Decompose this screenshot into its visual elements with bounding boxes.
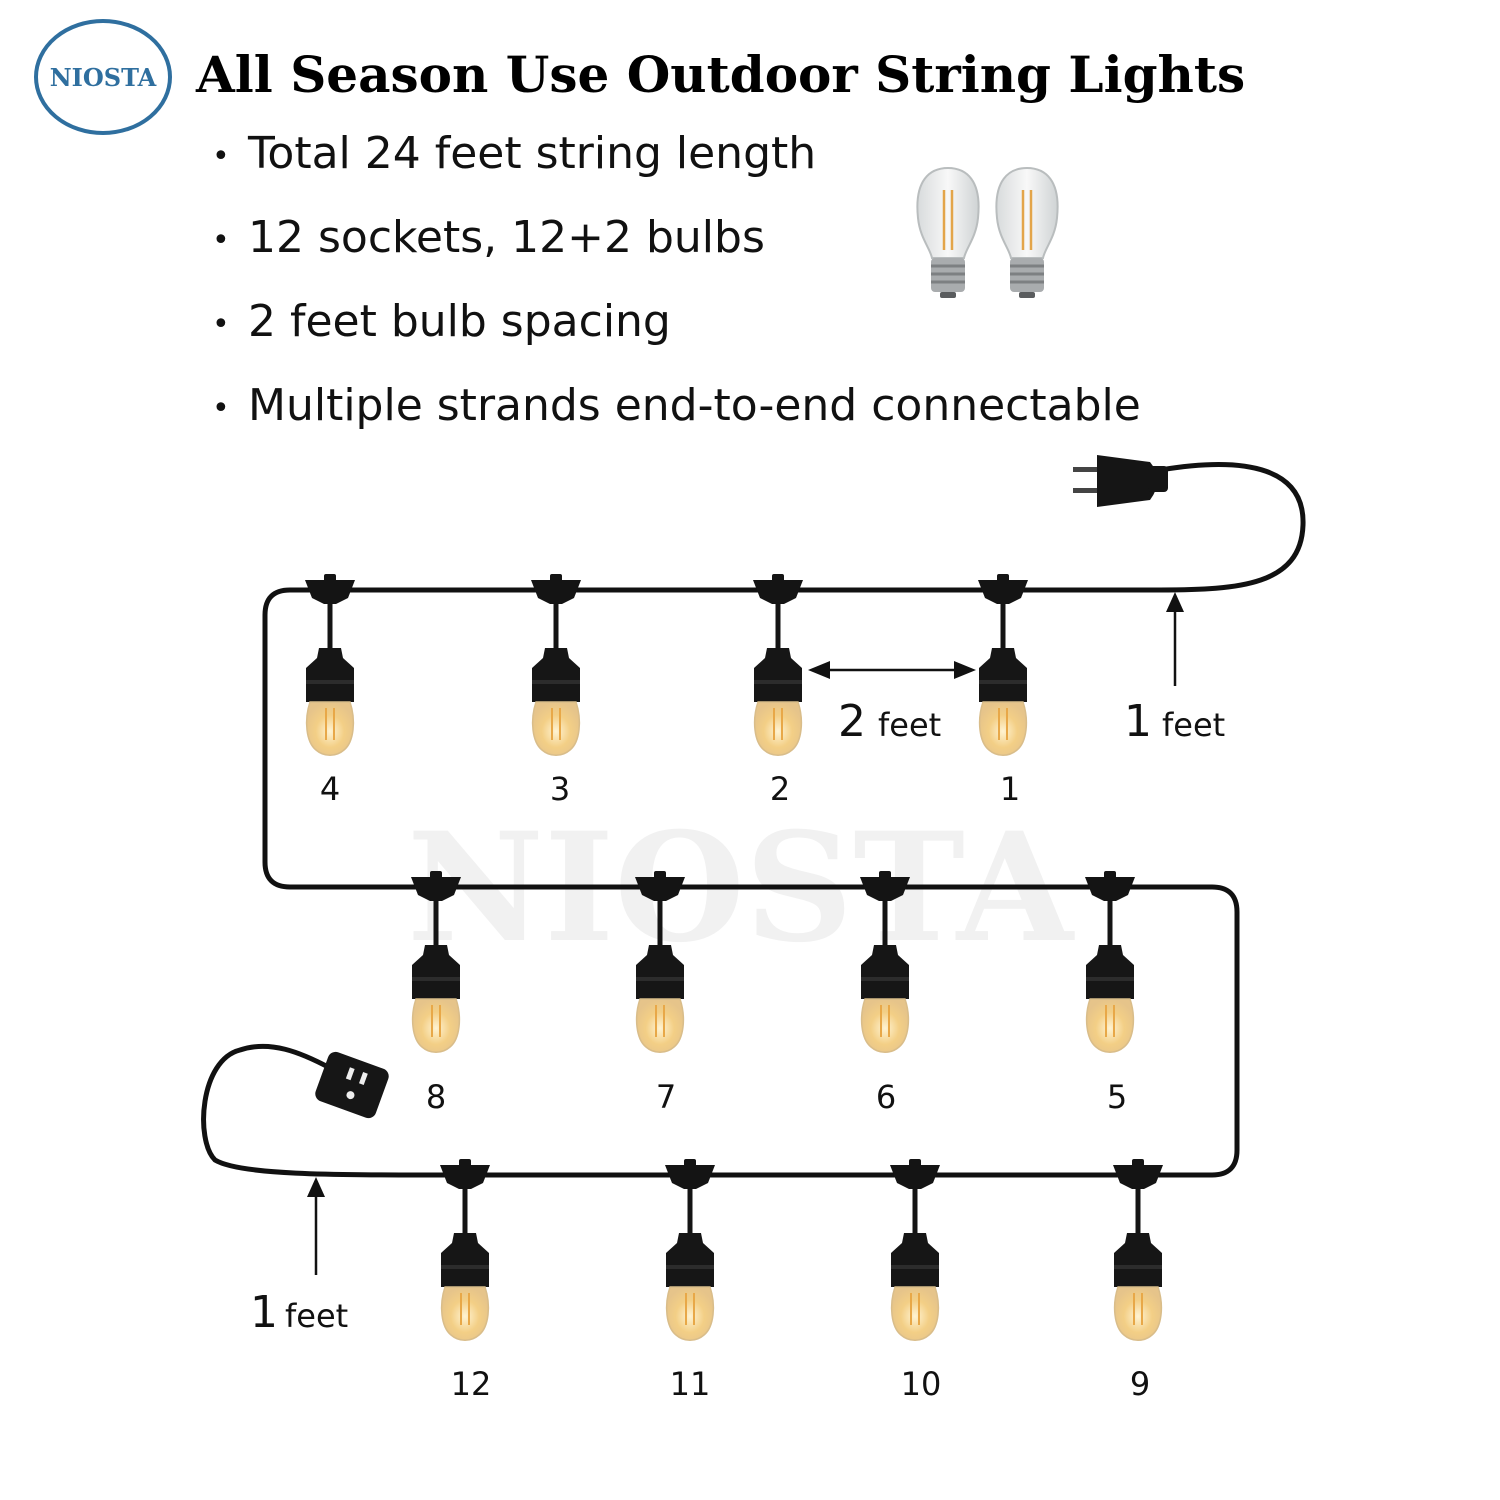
logo-text: NIOSTA	[50, 63, 157, 92]
arrow-right-icon	[954, 661, 976, 679]
bulb-number-label: 7	[656, 1078, 676, 1116]
bulb-socket-icon	[531, 574, 581, 756]
arrow-up-icon	[1166, 592, 1184, 612]
feature-item: Total 24 feet string length	[247, 128, 816, 179]
bulb-group	[305, 574, 1163, 1341]
bulb-socket-icon	[305, 574, 355, 756]
bulb-socket-icon	[440, 1159, 490, 1341]
bulb-number-label: 5	[1107, 1078, 1127, 1116]
bulb-socket-icon	[753, 574, 803, 756]
feature-bullet: •	[212, 307, 230, 342]
bulb-number-label: 12	[451, 1365, 492, 1403]
lead-top-unit: feet	[1162, 706, 1225, 744]
feature-list: • Total 24 feet string length • 12 socke…	[212, 128, 1141, 431]
spacing-unit: feet	[878, 706, 941, 744]
spare-bulb-icon	[916, 166, 980, 298]
lead-top-value: 1	[1124, 696, 1152, 747]
feature-item: 2 feet bulb spacing	[248, 296, 671, 347]
lead-top-dimension: 1 feet	[1124, 592, 1225, 747]
feature-item: 12 sockets, 12+2 bulbs	[248, 212, 765, 263]
arrow-up-icon	[307, 1177, 325, 1197]
spare-bulb-icon	[995, 166, 1059, 298]
bulb-number-label: 9	[1130, 1365, 1150, 1403]
spare-bulbs	[916, 166, 1059, 298]
page-title: All Season Use Outdoor String Lights	[195, 45, 1245, 104]
bulb-socket-icon	[635, 871, 685, 1053]
bulb-number-label: 6	[876, 1078, 896, 1116]
brand-logo: NIOSTA	[34, 19, 172, 135]
feature-item: Multiple strands end-to-end connectable	[248, 380, 1141, 431]
lead-bottom-dimension: 1 feet	[250, 1177, 348, 1338]
spacing-dimension: 2 feet	[808, 661, 976, 747]
bulb-number-label: 1	[1000, 770, 1020, 808]
bulb-socket-icon	[860, 871, 910, 1053]
cable	[201, 462, 1306, 1178]
feature-bullet: •	[212, 223, 230, 258]
spacing-value: 2	[838, 696, 866, 747]
arrow-left-icon	[808, 661, 830, 679]
lead-bottom-unit: feet	[285, 1297, 348, 1335]
bulb-socket-icon	[665, 1159, 715, 1341]
bulb-socket-icon	[1113, 1159, 1163, 1341]
bulb-socket-icon	[890, 1159, 940, 1341]
bulb-number-label: 11	[670, 1365, 711, 1403]
feature-bullet: •	[212, 391, 230, 426]
bulb-number-label: 3	[550, 770, 570, 808]
power-plug-icon	[1073, 455, 1168, 507]
bulb-number-label: 4	[320, 770, 340, 808]
bulb-number-label: 8	[426, 1078, 446, 1116]
bulb-number-label: 2	[770, 770, 790, 808]
lead-bottom-value: 1	[250, 1287, 278, 1338]
bulb-socket-icon	[411, 871, 461, 1053]
end-socket-icon	[315, 1051, 389, 1119]
bulb-number-label: 10	[901, 1365, 942, 1403]
feature-bullet: •	[212, 139, 230, 174]
bulb-socket-icon	[1085, 871, 1135, 1053]
bulb-socket-icon	[978, 574, 1028, 756]
